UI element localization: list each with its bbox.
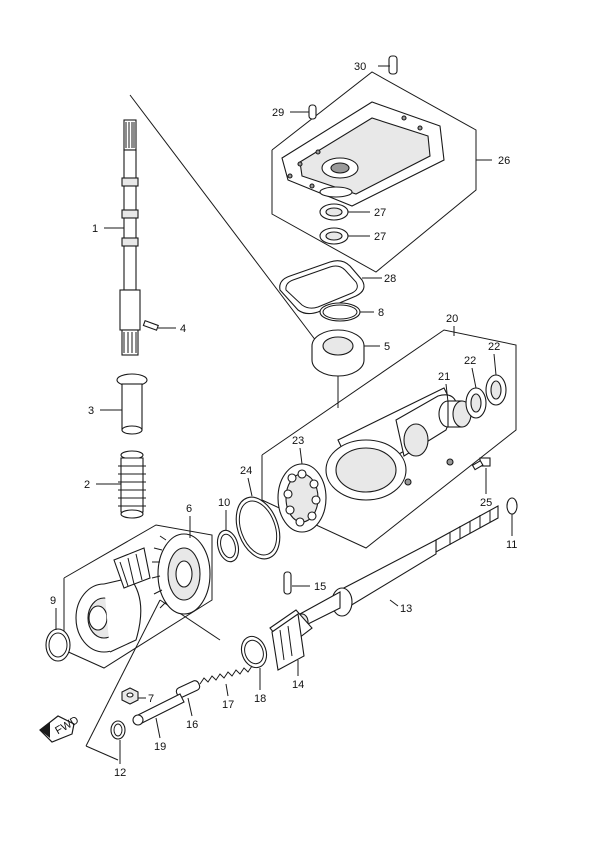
label-part-14: 14 — [292, 679, 304, 691]
bearing-part-23 — [277, 463, 327, 533]
label-part-18: 18 — [254, 693, 266, 705]
label-part-7: 7 — [148, 693, 154, 705]
sleeve-part-3 — [116, 373, 148, 435]
leader-lines — [55, 65, 513, 764]
label-part-1: 1 — [92, 223, 98, 235]
label-part-28: 28 — [384, 273, 396, 285]
gear-set-part-6 — [75, 533, 211, 653]
label-part-29: 29 — [272, 107, 284, 119]
label-part-30: 30 — [354, 61, 366, 73]
label-part-22-outer: 22 — [488, 341, 500, 353]
label-part-4: 4 — [180, 323, 186, 335]
label-part-3: 3 — [88, 405, 94, 417]
label-part-25: 25 — [480, 497, 492, 509]
oil-seal-part-22-outer — [485, 374, 507, 406]
group-boundary-lines — [63, 71, 517, 761]
gasket-part-28 — [279, 260, 365, 315]
label-part-10: 10 — [218, 497, 230, 509]
label-part-26: 26 — [498, 155, 510, 167]
forward-arrow-icon: FWD — [39, 714, 81, 743]
part-number-labels: 30 29 26 27 27 28 8 5 1 4 3 2 20 21 22 2… — [50, 61, 517, 779]
label-part-19: 19 — [154, 741, 166, 753]
label-part-23: 23 — [292, 435, 304, 447]
label-part-8: 8 — [378, 307, 384, 319]
o-ring-part-24 — [235, 496, 281, 560]
label-part-20: 20 — [446, 313, 458, 325]
washer-part-12 — [110, 720, 126, 740]
shift-rod-part-19 — [132, 693, 185, 726]
pin-part-29 — [308, 104, 317, 120]
spring-part-17 — [199, 665, 253, 685]
label-part-6: 6 — [186, 503, 192, 515]
bolt-part-25 — [471, 457, 491, 471]
boot-part-2 — [118, 450, 146, 519]
label-part-12: 12 — [114, 767, 126, 779]
pin-part-15 — [283, 571, 292, 595]
label-part-27-lower: 27 — [374, 231, 386, 243]
o-ring-part-10 — [216, 529, 240, 563]
label-part-9: 9 — [50, 595, 56, 607]
bearing-housing-part-20 — [325, 387, 461, 501]
clutch-part-14 — [269, 609, 313, 671]
drive-shaft — [119, 119, 141, 356]
label-part-13: 13 — [400, 603, 412, 615]
oil-seal-part-27-upper — [319, 203, 349, 221]
label-part-16: 16 — [186, 719, 198, 731]
label-part-17: 17 — [222, 699, 234, 711]
pin-part-30 — [388, 55, 398, 75]
shift-rod-part-16 — [175, 680, 201, 698]
o-ring-part-8 — [319, 302, 361, 322]
washer-part-9 — [45, 628, 71, 662]
bearing-part-5 — [311, 329, 365, 377]
label-part-24: 24 — [240, 465, 252, 477]
housing-plate-part-26 — [281, 101, 445, 207]
ring-part-11 — [506, 497, 518, 515]
label-part-5: 5 — [384, 341, 390, 353]
label-part-27-upper: 27 — [374, 207, 386, 219]
oil-seal-part-22-inner — [465, 387, 487, 419]
propeller-shaft-part-13 — [295, 505, 499, 631]
ring-part-18 — [240, 635, 268, 669]
label-part-15: 15 — [314, 581, 326, 593]
label-part-21: 21 — [438, 371, 450, 383]
label-part-11: 11 — [506, 539, 517, 551]
label-part-22-inner: 22 — [464, 355, 476, 367]
pin-part-4 — [142, 320, 159, 331]
nut-part-7 — [121, 687, 139, 705]
oil-seal-part-27-lower — [319, 227, 349, 245]
label-part-2: 2 — [84, 479, 90, 491]
